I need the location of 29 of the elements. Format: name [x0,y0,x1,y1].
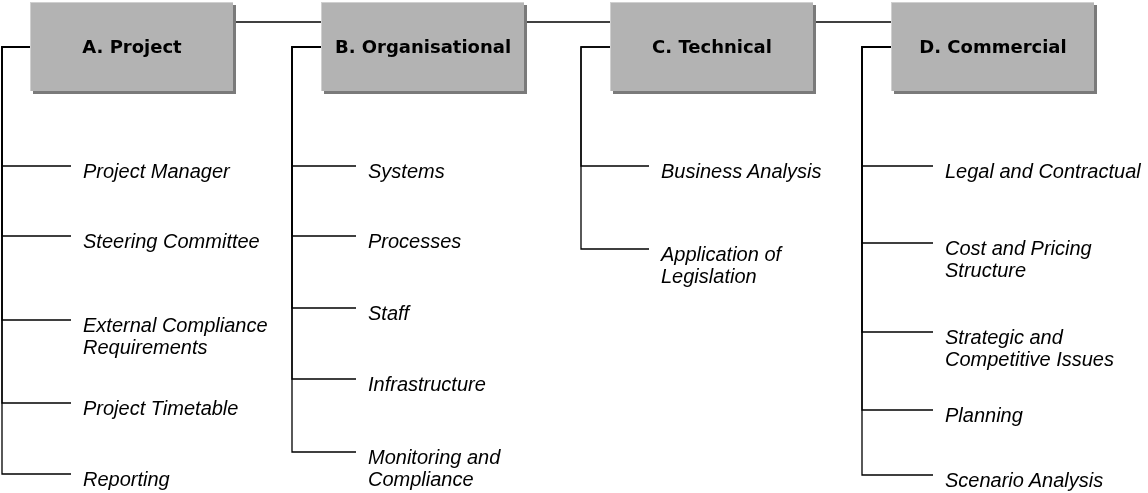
item-label: Infrastructure [356,373,516,395]
item-label: Scenario Analysis [933,469,1145,491]
category-box [610,2,813,91]
item-label: Strategic and Competitive Issues [933,326,1145,370]
item-label: Processes [356,230,516,252]
category-title: C. Technical [652,35,772,57]
connector-line [291,46,357,453]
category-box [891,2,1094,91]
category-title: A. Project [82,35,182,57]
item-label: Monitoring and Compliance [356,446,516,490]
item-label: External Compliance Requirements [71,314,276,358]
connector-line [580,46,650,250]
item-label: Staff [356,302,516,324]
item-label: Planning [933,404,1145,426]
item-label: Project Manager [71,160,276,182]
category-box [321,2,524,91]
item-label: Application of Legislation [649,243,829,287]
connector-line [1,46,72,475]
item-label: Systems [356,160,516,182]
item-label: Project Timetable [71,397,276,419]
category-title: D. Commercial [919,35,1067,57]
connector-line [861,46,934,476]
category-title: B. Organisational [334,35,512,57]
category-box [30,2,233,91]
item-label: Reporting [71,468,276,490]
item-label: Legal and Contractual [933,160,1145,182]
item-label: Business Analysis [649,160,829,182]
item-label: Cost and Pricing Structure [933,237,1145,281]
item-label: Steering Committee [71,230,276,252]
